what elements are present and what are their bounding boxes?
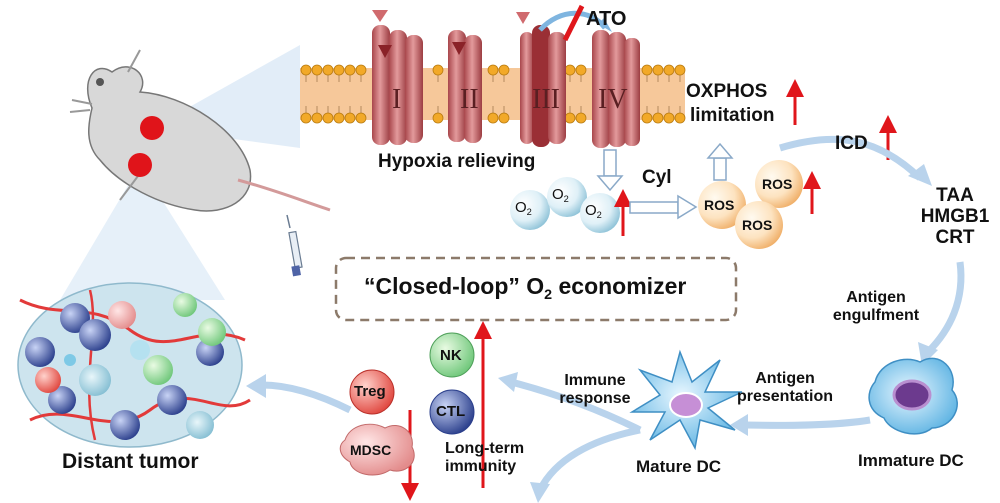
ato-inhibition-bar: [562, 4, 585, 42]
cyl-label: Cyl: [642, 167, 672, 188]
complex-I-label: I: [392, 84, 402, 115]
complex-II-label: II: [460, 84, 479, 115]
flow-arrow-to-icd: [778, 135, 923, 181]
antigen-engulfment-label: Antigen engulfment: [832, 289, 920, 324]
icd-label: ICD: [835, 133, 868, 154]
mdsc-cell: [339, 423, 415, 476]
mouse-illustration: [69, 49, 331, 277]
electron-transfer-arrow-head: [598, 18, 612, 32]
cyl-arrow: [629, 194, 698, 220]
complex-III: [516, 12, 566, 147]
treg-cell: [349, 369, 395, 415]
flow-arrow-immune-head-2: [530, 482, 550, 503]
taa-label: TAA: [936, 185, 974, 206]
flow-arrow-to-icd-head: [908, 164, 932, 186]
damp-list: TAA HMGB1 CRT: [915, 185, 995, 249]
o2-label-1: O2: [515, 199, 532, 218]
flow-arrow-to-distant-tumor-head: [246, 374, 266, 398]
flow-arrow-to-mature-dc-head: [730, 414, 748, 436]
flow-arrow-to-mature-dc: [744, 416, 871, 429]
flow-arrow-immune-response: [514, 379, 642, 492]
limitation-label: limitation: [690, 105, 775, 126]
immune-response-label: Immune response: [559, 372, 631, 407]
immature-dc-cell: [868, 357, 958, 435]
o2-label-3: O2: [585, 202, 602, 221]
hypoxia-relieving-label: Hypoxia relieving: [378, 151, 536, 172]
o2-label-2: O2: [552, 186, 569, 205]
nk-cell: [429, 332, 475, 378]
complex-II: [448, 30, 482, 143]
immature-dc-label: Immature DC: [858, 451, 964, 470]
long-term-immunity-label: Long-term immunity: [445, 440, 525, 475]
ros-label-2: ROS: [762, 176, 793, 192]
ctl-label: CTL: [436, 403, 466, 420]
oxphos-label: OXPHOS: [686, 81, 768, 102]
ato-label: ATO: [586, 8, 627, 30]
oxygen-bubbles: [510, 177, 620, 233]
ros-bubbles: [698, 160, 803, 249]
complex-III-label: III: [532, 84, 560, 115]
syringe-icon: [286, 214, 303, 277]
economizer-title: “Closed-loop” O2 economizer: [364, 273, 687, 303]
ros-up-arrow: [706, 142, 734, 181]
complex-I: [372, 10, 423, 145]
treg-label: Treg: [354, 383, 386, 400]
ros-label-1: ROS: [704, 197, 735, 213]
hmgb1-label: HMGB1: [920, 205, 990, 227]
flow-arrow-to-immature-dc: [925, 261, 965, 355]
distant-tumor-label: Distant tumor: [62, 450, 199, 473]
distant-tumor-cluster: [17, 282, 251, 448]
complex-IV-label: IV: [598, 84, 628, 115]
mature-dc-label: Mature DC: [636, 457, 722, 476]
complex-IV: [592, 30, 640, 148]
antigen-presentation-label: Antigen presentation: [736, 370, 833, 405]
hypoxia-down-arrow: [596, 149, 624, 192]
ros-label-3: ROS: [742, 217, 773, 233]
mdsc-label: MDSC: [350, 442, 392, 458]
crt-label: CRT: [935, 226, 975, 248]
mature-dc-cell: [629, 349, 743, 451]
flow-arrow-immune-head-1: [498, 372, 518, 392]
ctl-cell: [429, 389, 475, 435]
nk-label: NK: [440, 347, 462, 364]
flow-arrow-to-distant-tumor: [261, 381, 352, 414]
